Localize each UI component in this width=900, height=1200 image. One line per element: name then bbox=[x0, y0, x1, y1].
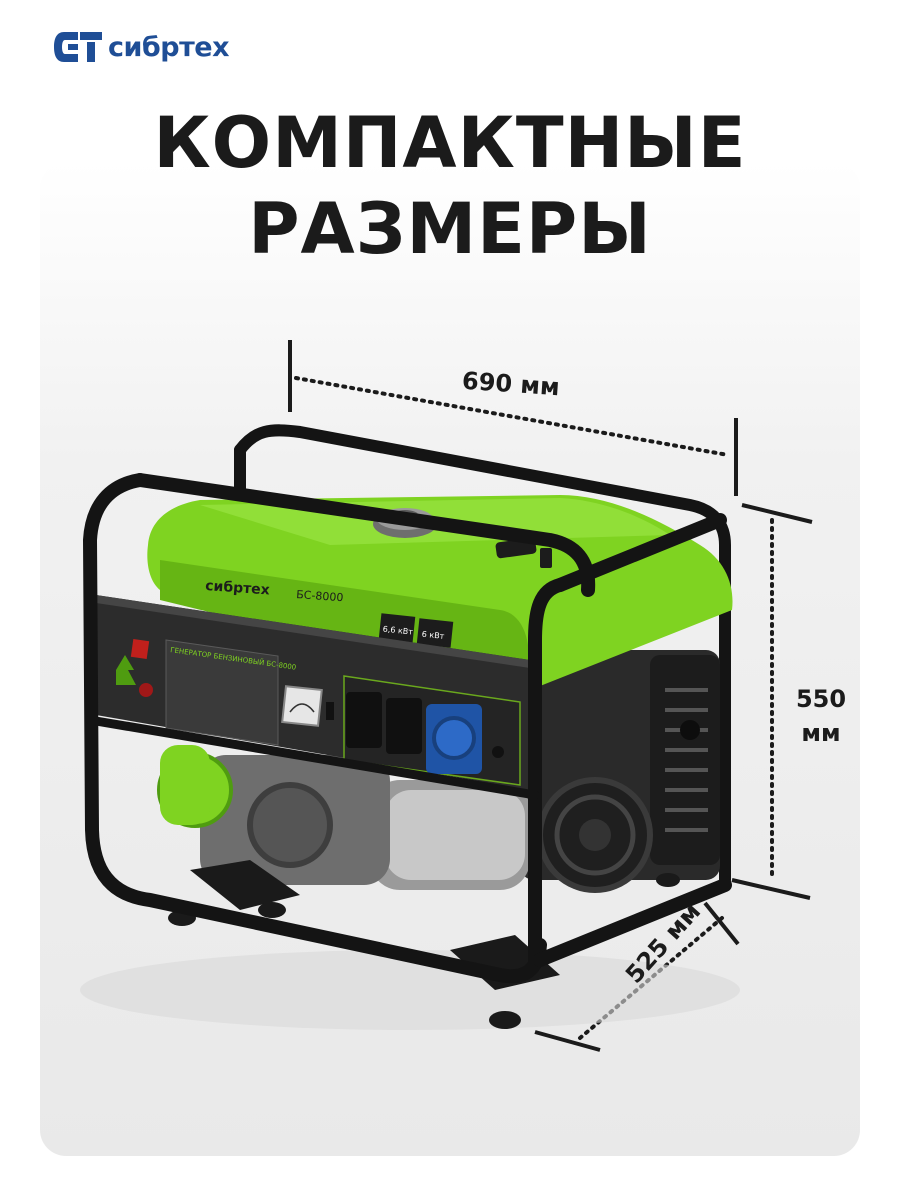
tank-rated-power: 6 кВт bbox=[421, 630, 445, 641]
tank-model-label: БС-8000 bbox=[296, 588, 344, 604]
brand-logo-icon bbox=[54, 32, 102, 62]
brand-logo: сибртех bbox=[52, 30, 229, 64]
dimension-height-unit: мм bbox=[801, 719, 841, 747]
headline-line-2: РАЗМЕРЫ bbox=[248, 188, 652, 270]
tank-brand-label: сибртех bbox=[205, 578, 271, 598]
engine-block bbox=[157, 650, 720, 893]
page-headline: КОМПАКТНЫЕ РАЗМЕРЫ bbox=[0, 100, 900, 272]
brand-name: сибртех bbox=[108, 31, 229, 63]
control-panel: ГЕНЕРАТОР БЕНЗИНОВЫЙ БС-8000 bbox=[96, 595, 530, 790]
tank-max-power: 6,6 кВт bbox=[382, 625, 413, 637]
dimension-width-line bbox=[288, 340, 738, 496]
headline-line-1: КОМПАКТНЫЕ bbox=[153, 102, 747, 184]
dimension-height-line bbox=[731, 503, 813, 900]
frame-front bbox=[83, 473, 732, 984]
dimension-height-value: 550 bbox=[795, 685, 847, 713]
dimension-height-label: 550 мм bbox=[786, 682, 856, 750]
